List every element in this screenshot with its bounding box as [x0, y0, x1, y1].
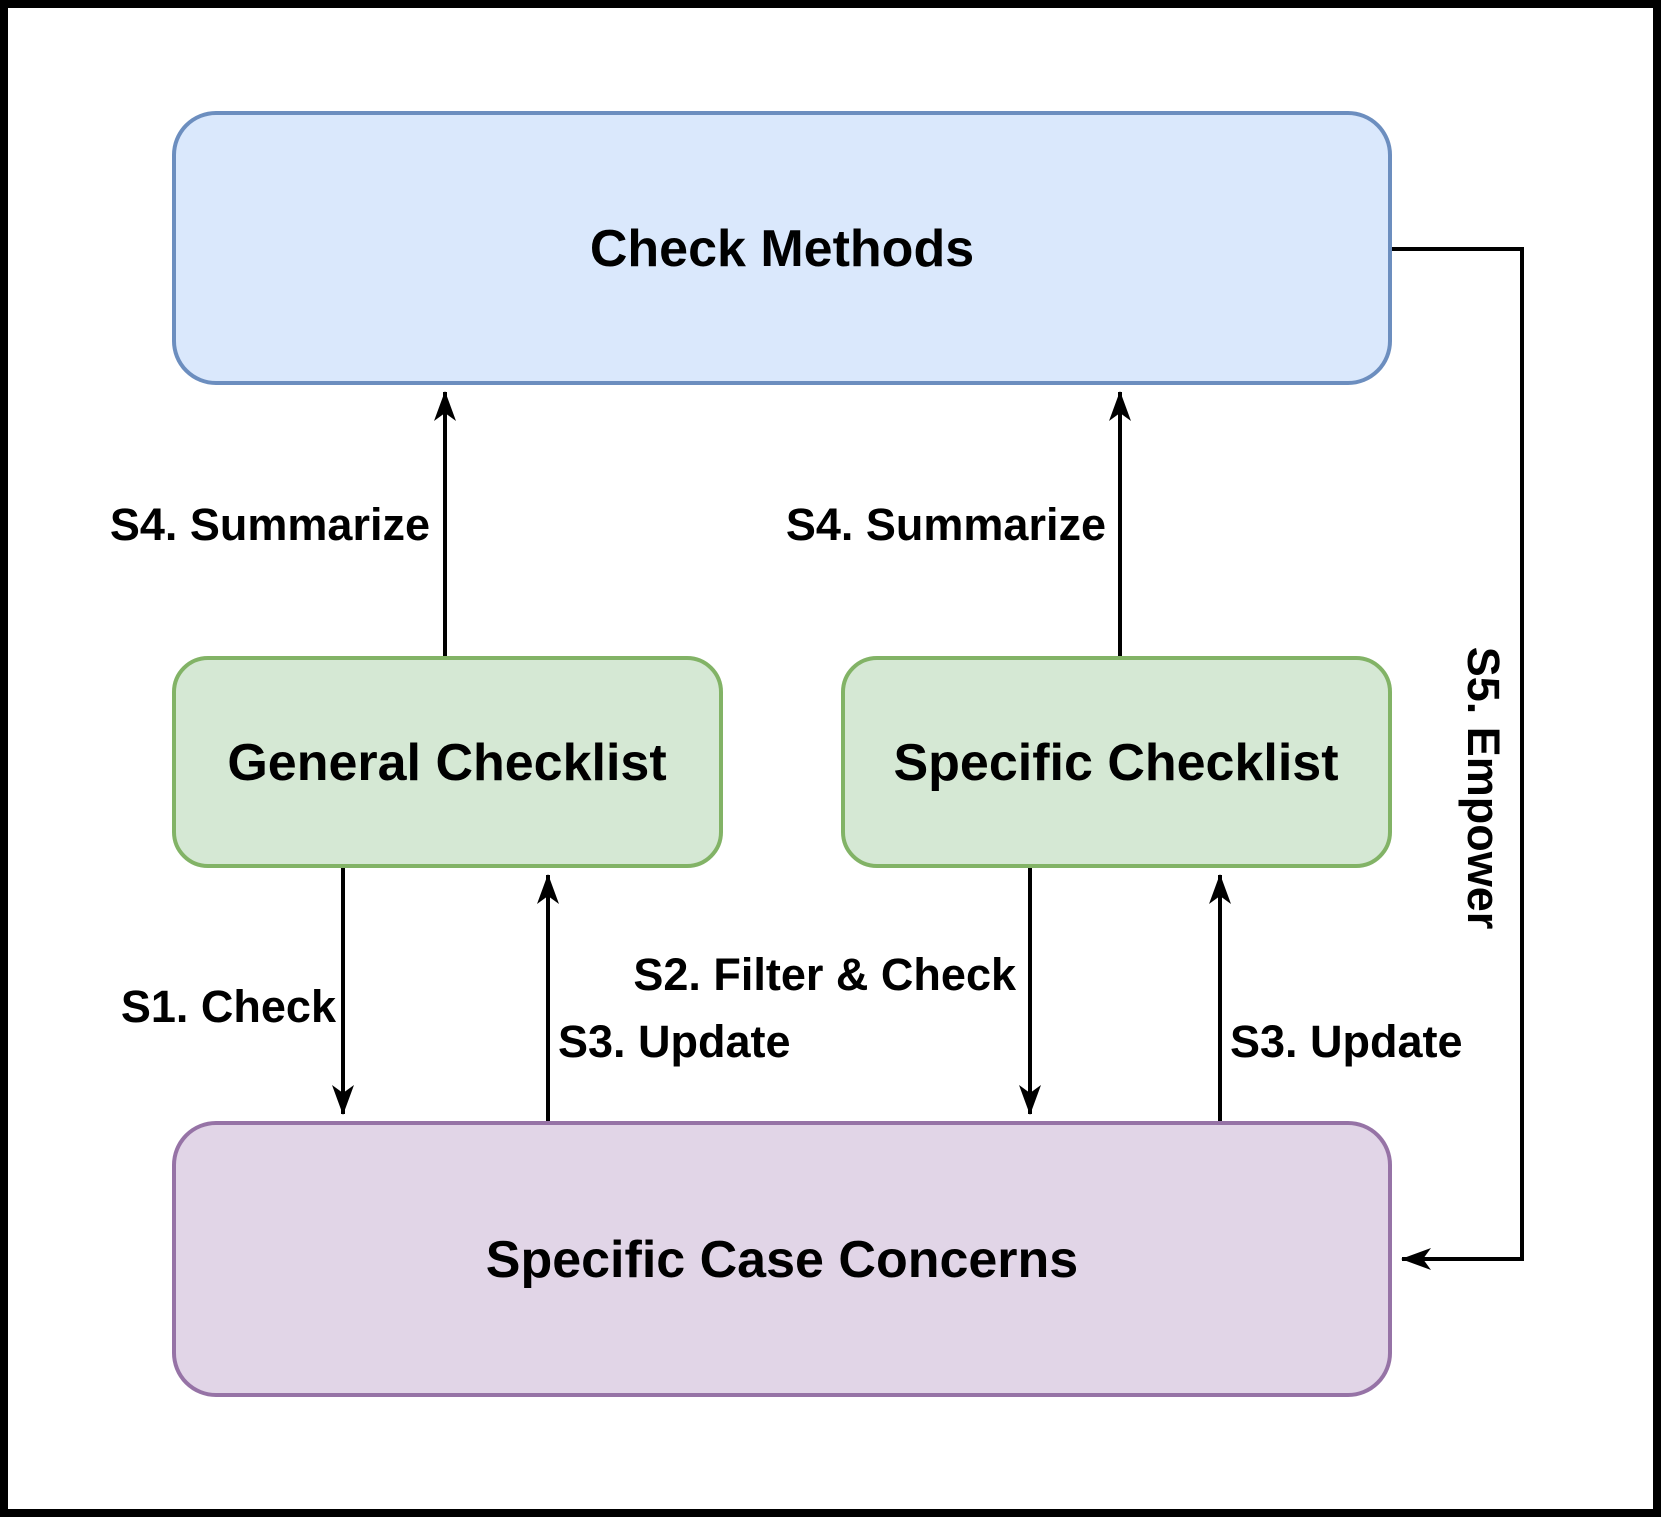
node-check-methods: Check Methods — [172, 111, 1392, 385]
node-specific-checklist-box — [841, 656, 1392, 868]
node-specific-checklist: Specific Checklist — [841, 656, 1392, 868]
edge-s4-left-label: S4. Summarize — [110, 499, 430, 550]
edge-s3-right-label: S3. Update — [1230, 1016, 1463, 1067]
node-specific-checklist-label: Specific Checklist — [893, 734, 1338, 792]
edge-s5-label: S5. Empower — [1458, 647, 1509, 930]
edge-s4-right-label: S4. Summarize — [786, 499, 1106, 550]
node-general-checklist: General Checklist — [172, 656, 723, 868]
node-check-methods-label: Check Methods — [590, 220, 974, 278]
node-general-checklist-box — [172, 656, 723, 868]
node-specific-case-concerns-label: Specific Case Concerns — [486, 1231, 1078, 1289]
node-specific-case-concerns-box — [172, 1121, 1392, 1397]
edge-s3-left-label: S3. Update — [558, 1016, 791, 1067]
node-specific-case-concerns: Specific Case Concerns — [172, 1121, 1392, 1397]
edge-s1-label: S1. Check — [121, 981, 337, 1032]
edge-s2-label: S2. Filter & Check — [633, 949, 1017, 1000]
node-general-checklist-label: General Checklist — [227, 734, 666, 792]
edge-s5-arrow — [1390, 247, 1524, 1270]
node-check-methods-box — [172, 111, 1392, 385]
